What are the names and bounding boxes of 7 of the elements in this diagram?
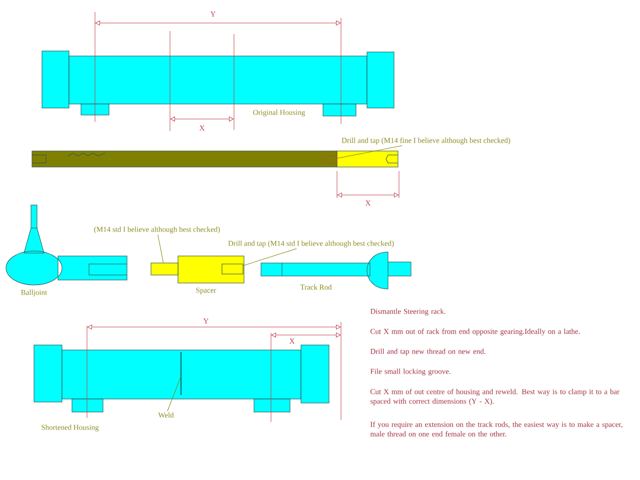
tapped-hole — [324, 156, 338, 164]
leader-line — [158, 234, 164, 263]
tapped-hole — [222, 264, 244, 274]
leader-line — [243, 248, 297, 266]
male-thread — [150, 262, 178, 276]
leader-line — [167, 376, 182, 412]
leader-line — [337, 145, 402, 159]
